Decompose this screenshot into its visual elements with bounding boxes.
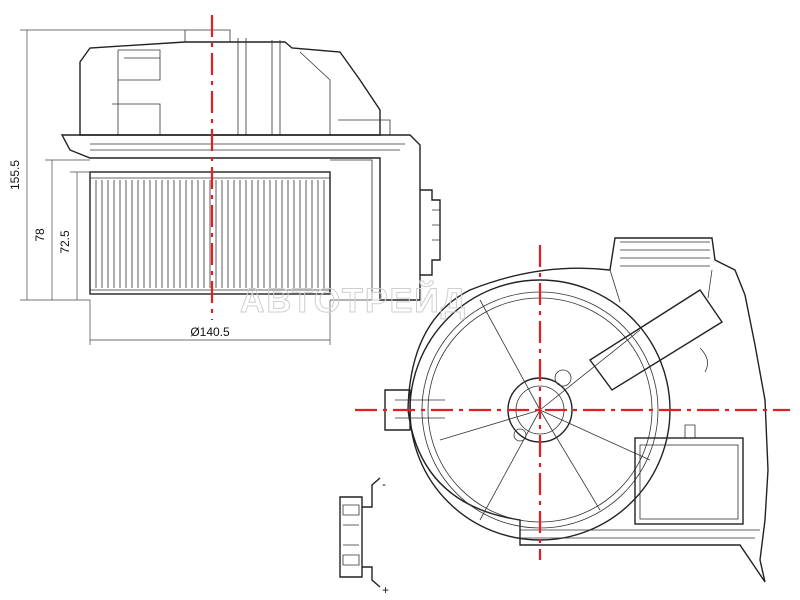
dim-total-height: 155.5 — [8, 160, 22, 190]
housing-top — [79, 41, 381, 136]
wheel-fins — [95, 180, 325, 288]
side-connector — [420, 189, 441, 276]
dim-rotor-height: 72.5 — [58, 230, 72, 254]
side-view — [60, 29, 441, 301]
resistor-box — [634, 437, 744, 525]
connector-detail: - + — [339, 477, 389, 597]
pin-negative-label: - — [382, 477, 386, 491]
dim-diameter: Ø140.5 — [190, 325, 230, 339]
mount-flange — [60, 134, 421, 301]
left-tab — [384, 389, 411, 431]
dim-motor-height: 78 — [33, 228, 47, 242]
side-dimensions: 155.5 78 72.5 Ø140.5 — [8, 29, 331, 345]
rotor-body — [89, 171, 331, 295]
motor-arm — [588, 289, 723, 391]
front-housing-outline — [407, 237, 769, 583]
watermark: АВТОТРЕЙД — [240, 281, 467, 320]
pin-positive-label: + — [382, 583, 389, 597]
